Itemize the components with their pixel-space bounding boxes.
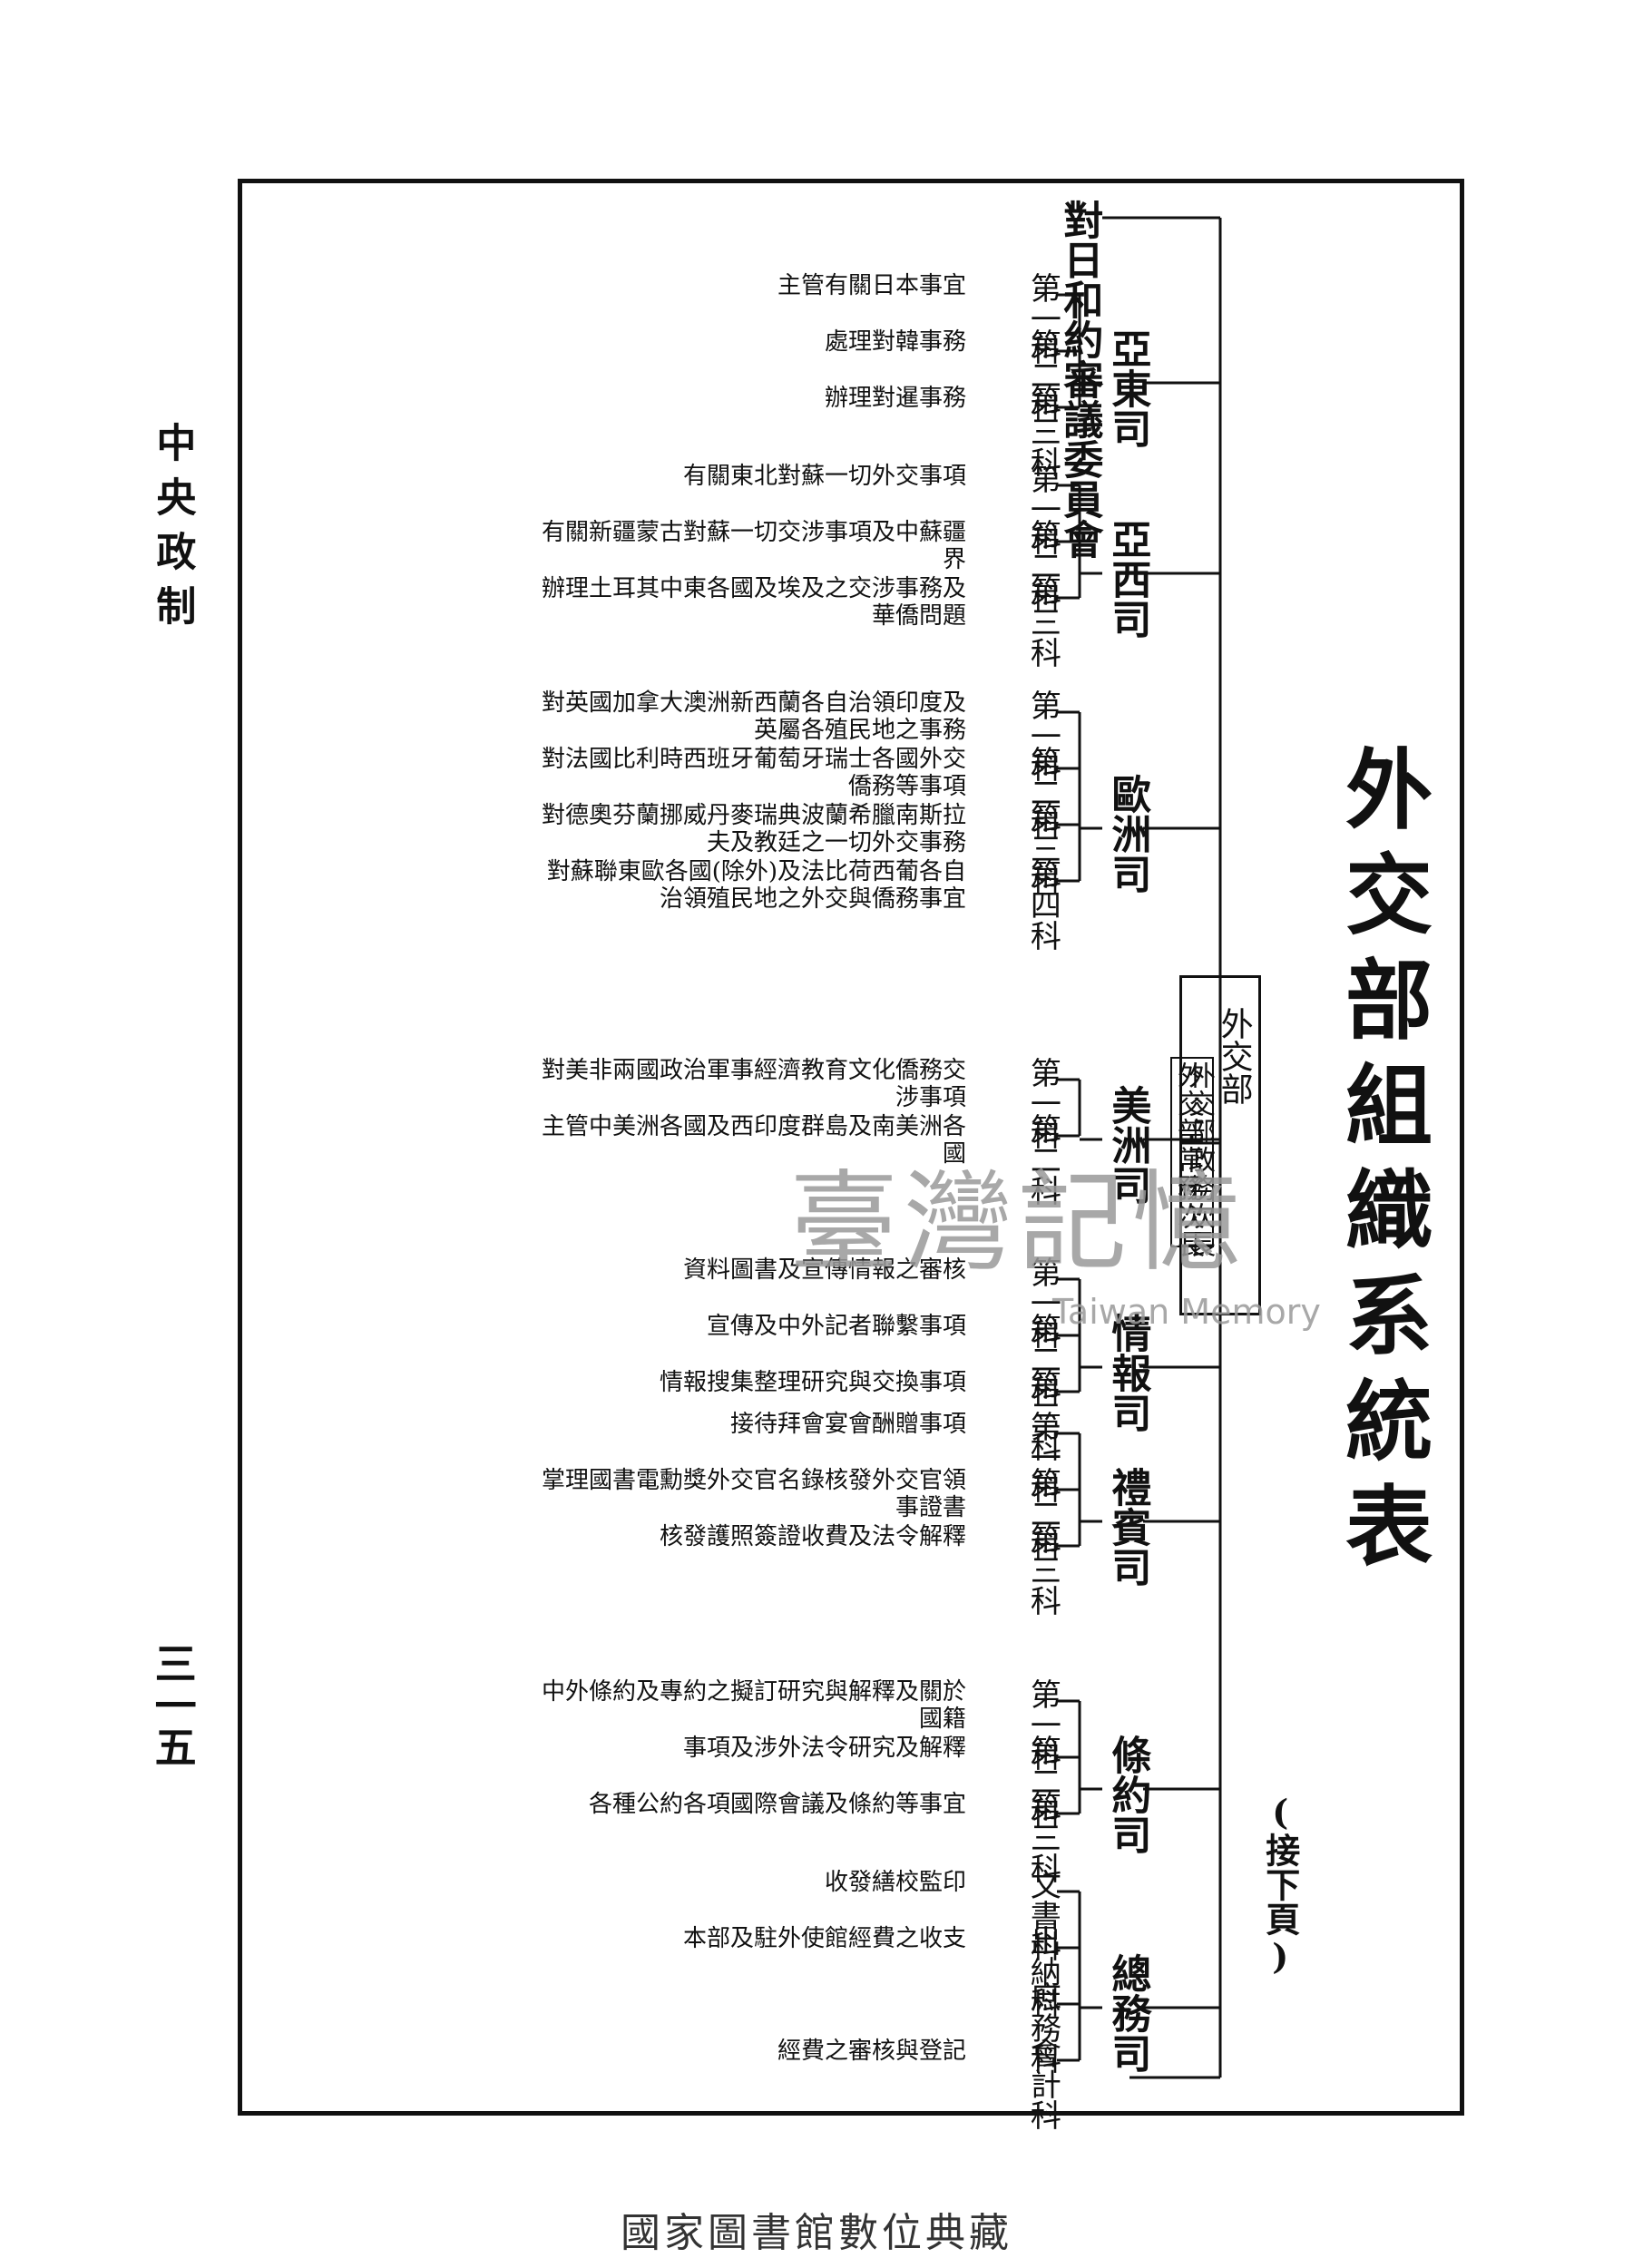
continue-note: (接下頁) [1259,1792,1301,1977]
deputy-box [1170,1057,1214,1247]
bureau-5-section-1-duty: 掌理國書電勳獎外交官名錄核發外交官領事證書 [541,1467,966,1521]
bureau-1-section-2-name: 第三科 [1024,575,1061,668]
bureau-7-name: 總務司 [1104,1953,1151,2073]
bureau-0-section-2-duty: 辦理對暹事務 [824,385,966,412]
bureau-5-section-1-name: 第二科 [1024,1467,1061,1559]
bureau-1-section-1-duty: 有關新疆蒙古對蘇一切交涉事項及中蘇疆界 [541,519,966,573]
watermark-cn: 臺灣記憶 [789,1160,1247,1286]
bureau-7-section-3-duty: 經費之審核與登記 [777,2038,966,2065]
bureau-0-section-0-duty: 主管有關日本事宜 [777,272,966,299]
bureau-4-name: 情報司 [1104,1313,1151,1432]
bureau-2-section-3-duty: 對蘇聯東歐各國(除外)及法比荷西葡各自治領殖民地之外交與僑務事宜 [546,858,966,913]
bureau-3-section-1-duty: 主管中美洲各國及西印度群島及南美洲各國 [541,1113,966,1168]
bureau-3-section-0-name: 第一科 [1024,1057,1061,1149]
bureau-1-section-2-duty: 辦理土耳其中東各國及埃及之交涉事務及華僑問題 [541,575,966,630]
bureau-7-section-0-name: 文書科 [1024,1869,1061,1961]
bureau-4-section-0-duty: 資料圖書及宣傳情報之審核 [682,1256,966,1284]
bureau-2-name: 歐洲司 [1104,774,1151,894]
bureau-6-section-2-duty: 各種公約各項國際會議及條約等事宜 [588,1791,966,1818]
bureau-6-name: 條約司 [1104,1735,1151,1854]
table-frame [238,179,1464,2116]
deputy-political: 外交部政務次長 [1183,1061,1215,1258]
watermark-en: Taiwan Memory [1052,1292,1321,1332]
bureau-7-section-0-duty: 收發繕校監印 [824,1869,966,1896]
bureau-4-section-1-duty: 宣傳及中外記者聯繫事項 [706,1313,966,1340]
bureau-5-section-0-name: 第一科 [1024,1411,1061,1503]
bureau-2-section-1-name: 第二科 [1024,746,1061,838]
side-label: 中央政制 [149,422,196,640]
bureau-0-section-2-name: 第三科 [1024,385,1061,477]
bureau-3-section-1-name: 第二科 [1024,1113,1061,1206]
bureau-2-section-3-name: 第四科 [1024,858,1061,951]
bureau-1-name: 亞西司 [1104,519,1151,639]
bureau-2-section-0-name: 第一科 [1024,689,1061,782]
deputy-admin: 外交部常務次長 [1172,1061,1204,1258]
committee-name: 對日和約審議委員會 [1056,200,1103,559]
bureau-7-section-2-name: 庶務科 [1024,1981,1061,2074]
bureau-2-section-2-duty: 對德奧芬蘭挪威丹麥瑞典波蘭希臘南斯拉夫及教廷之一切外交事務 [541,802,966,856]
bureau-4-section-2-name: 第三科 [1024,1369,1061,1461]
page-title: 外交部組織系統表 [1330,744,1433,1586]
bureau-3-section-0-duty: 對美非兩國政治軍事經濟教育文化僑務交涉事項 [541,1057,966,1111]
bureau-7-section-1-duty: 本部及駐外使館經費之收支 [682,1925,966,1952]
bureau-6-section-0-name: 第一科 [1024,1678,1061,1771]
bureau-1-section-1-name: 第二科 [1024,519,1061,611]
bureau-6-section-2-name: 第三科 [1024,1791,1061,1883]
ministry-box [1179,975,1261,1315]
bureau-5-section-0-duty: 接待拜會宴會酬贈事項 [729,1411,966,1438]
watermark: 臺灣記憶 Taiwan Memory [789,1134,1321,1332]
bureau-6-section-0-duty: 中外條約及專約之擬訂研究與解釋及關於國籍 [541,1678,966,1733]
bureau-4-section-2-duty: 情報搜集整理研究與交換事項 [659,1369,966,1396]
bureau-6-section-1-name: 第二科 [1024,1735,1061,1827]
bureau-0-section-1-name: 第二科 [1024,328,1061,421]
bureau-3-name: 美洲司 [1104,1085,1151,1205]
bureau-7-section-3-name: 會計科 [1024,2038,1061,2130]
bureau-2-section-0-duty: 對英國加拿大澳洲新西蘭各自治領印度及英屬各殖民地之事務 [541,689,966,744]
bureau-5-section-2-name: 第三科 [1024,1523,1061,1616]
ministry-name: 外交部 [1215,1007,1253,1105]
bureau-0-section-1-duty: 處理對韓事務 [824,328,966,356]
footer: 國家圖書館數位典藏 [621,2210,1012,2256]
bureau-5-section-2-duty: 核發護照簽證收費及法令解釋 [659,1523,966,1550]
bureau-4-section-1-name: 第二科 [1024,1313,1061,1405]
bureau-0-name: 亞東司 [1104,328,1151,448]
bureau-0-section-0-name: 第一科 [1024,272,1061,365]
bureau-1-section-0-duty: 有關東北對蘇一切外交事項 [682,463,966,490]
bureau-6-section-1-duty: 事項及涉外法令研究及解釋 [682,1735,966,1762]
bureau-1-section-0-name: 第一科 [1024,463,1061,555]
page-number: 三一五 [148,1642,198,1767]
bureau-2-section-2-name: 第三科 [1024,802,1061,894]
bureau-5-name: 禮賓司 [1104,1467,1151,1587]
bureau-2-section-1-duty: 對法國比利時西班牙葡萄牙瑞士各國外交僑務等事項 [541,746,966,800]
bureau-7-section-1-name: 出納科 [1024,1925,1061,2018]
bureau-4-section-0-name: 第一科 [1024,1256,1061,1349]
